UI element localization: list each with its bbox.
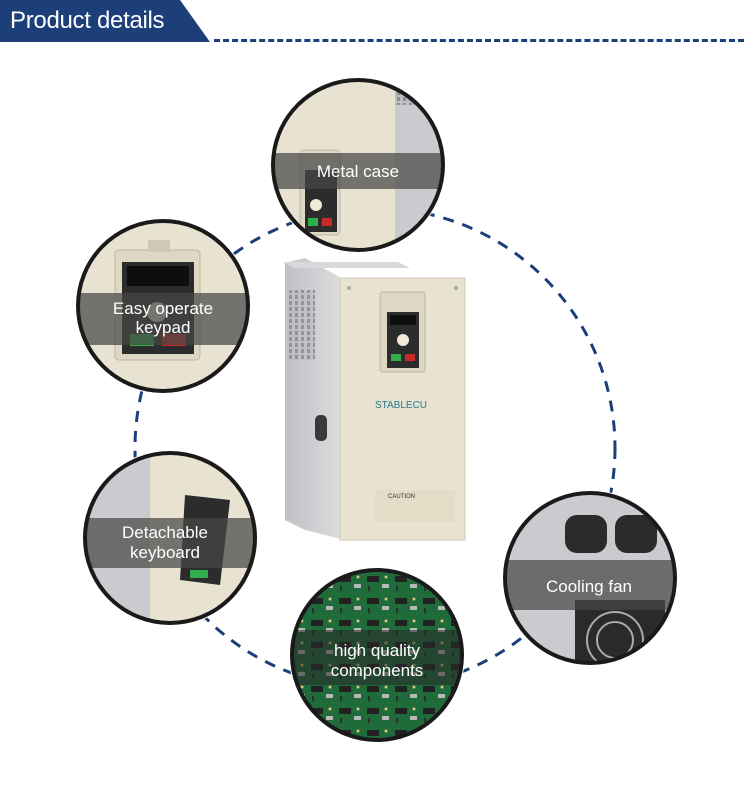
feature-label: Metal case	[317, 162, 399, 181]
section-title: Product details	[10, 7, 165, 34]
feature-components: high quality components	[289, 567, 465, 743]
feature-metal-case: Metal case	[270, 77, 446, 253]
caution-label: CAUTION	[388, 494, 415, 500]
feature-label-line1: high quality	[334, 641, 421, 660]
feature-keypad: Easy operate keypad	[75, 218, 251, 394]
inverter-product: STABLECU CAUTION	[283, 258, 466, 541]
feature-label-line2: components	[331, 661, 424, 680]
feature-label-line1: Detachable	[122, 523, 208, 542]
feature-detachable-keyboard	[82, 450, 258, 626]
brand-logo: STABLECU	[375, 400, 427, 411]
feature-label-line2: keypad	[136, 318, 191, 337]
section-header-tab	[0, 0, 210, 42]
feature-label-line1: Easy operate	[113, 299, 213, 318]
feature-label-line2: keyboard	[130, 543, 200, 562]
feature-label: Cooling fan	[546, 577, 632, 596]
header-divider	[214, 39, 744, 42]
feature-cooling-fan: Cooling fan	[502, 490, 678, 666]
